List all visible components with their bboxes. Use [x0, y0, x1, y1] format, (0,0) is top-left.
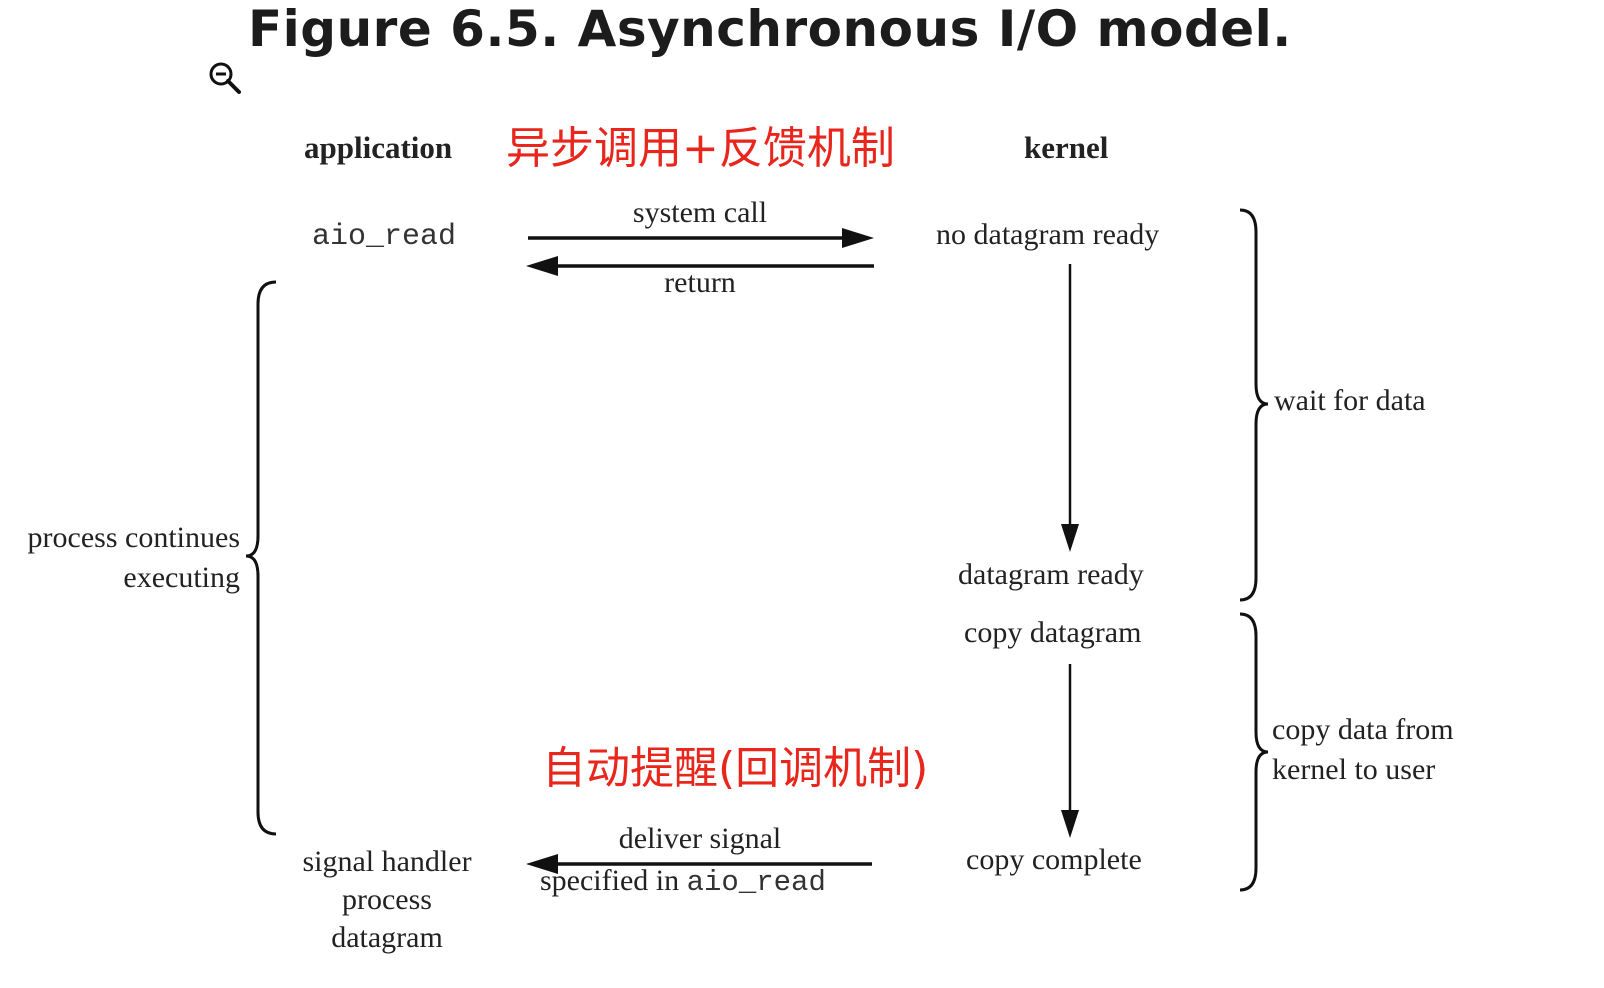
copy-complete-label: copy complete [966, 843, 1142, 876]
aio-read-call: aio_read [312, 220, 457, 254]
kernel-copy-arrow [1061, 664, 1079, 838]
datagram-ready-label: datagram ready [958, 558, 1144, 591]
deliver-signal-arrow [526, 854, 872, 874]
system-call-arrow [528, 228, 874, 248]
process-continues-line-2: executing [123, 561, 240, 594]
kernel-heading: kernel [1024, 130, 1109, 165]
copy-data-line-2: kernel to user [1272, 753, 1436, 786]
specified-in-text: specified in [540, 864, 687, 897]
kernel-wait-arrow [1061, 264, 1079, 552]
application-heading: application [304, 130, 453, 165]
signal-handler-line-2: process [342, 883, 432, 916]
signal-handler-line-1: signal handler [302, 845, 472, 878]
specified-in-label: specified in aio_read [540, 864, 826, 899]
copy-data-label: copy data from kernel to user [1272, 710, 1454, 790]
return-label: return [664, 266, 736, 299]
return-arrow [526, 256, 874, 276]
wait-for-data-brace [1239, 208, 1269, 602]
zoom-out-icon[interactable] [207, 60, 243, 96]
signal-handler-line-3: datagram [331, 921, 443, 954]
process-continues-label: process continues executing [0, 518, 240, 598]
no-datagram-ready-label: no datagram ready [936, 218, 1160, 251]
process-continues-line-1: process continues [27, 521, 240, 554]
wait-for-data-label: wait for data [1274, 384, 1426, 417]
copy-data-brace [1239, 612, 1269, 892]
auto-callback-note: 自动提醒(回调机制) [542, 743, 929, 794]
copy-datagram-label: copy datagram [964, 616, 1142, 649]
specified-in-code: aio_read [686, 866, 826, 899]
deliver-signal-label: deliver signal [618, 822, 782, 855]
system-call-label: system call [632, 196, 768, 229]
async-call-feedback-note: 异步调用+反馈机制 [506, 123, 895, 174]
process-continues-brace [245, 280, 277, 836]
signal-handler-label: signal handler process datagram [272, 843, 502, 957]
copy-data-line-1: copy data from [1272, 713, 1454, 746]
figure-title: Figure 6.5. Asynchronous I/O model. [248, 0, 1292, 58]
